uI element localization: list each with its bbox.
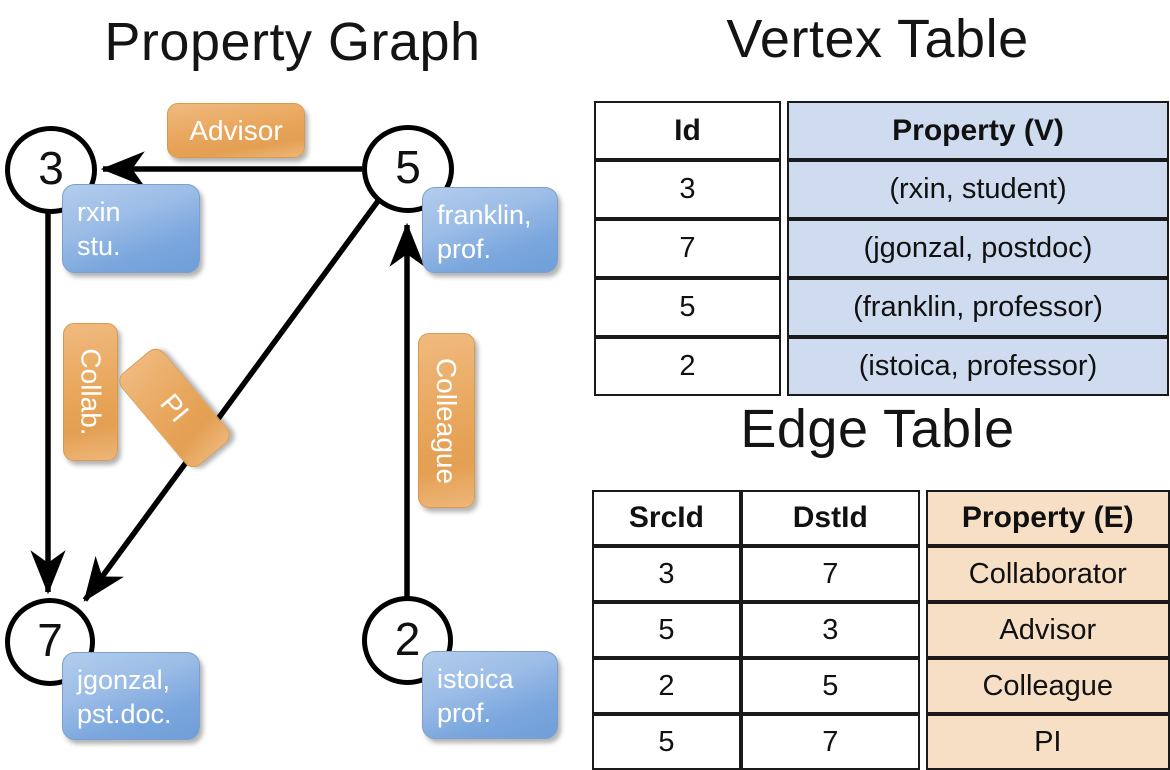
table-row: 5 (franklin, professor) xyxy=(594,278,1169,337)
edge-table-column-gap xyxy=(919,602,926,658)
vertex-table-column-gap xyxy=(781,278,787,337)
graph-node-5-label: 5 xyxy=(395,141,421,193)
node-3-property-line2: stu. xyxy=(77,231,121,261)
vertex-cell-property: (franklin, professor) xyxy=(787,278,1169,337)
graph-node-3-label: 3 xyxy=(38,142,64,194)
vertex-cell-id: 7 xyxy=(594,219,781,278)
edge-table-header-row: SrcId DstId Property (E) xyxy=(592,490,1170,546)
edge-table-column-gap xyxy=(919,546,926,602)
edge-cell-dstid: 7 xyxy=(740,714,920,770)
table-row: 3 7 Collaborator xyxy=(592,546,1170,602)
edge-col-dstid: DstId xyxy=(740,490,920,546)
graph-node-2[interactable]: 2 xyxy=(362,596,453,685)
edge-cell-srcid: 3 xyxy=(592,546,741,602)
edge-label-advisor-text: Advisor xyxy=(189,114,283,146)
graph-node-5-property-box: franklin, prof. xyxy=(422,187,558,273)
graph-node-3-property-box: rxin stu. xyxy=(62,184,200,273)
node-5-property-line2: prof. xyxy=(437,234,492,264)
page-title-edge-table: Edge Table xyxy=(740,399,1015,459)
edge-cell-dstid: 7 xyxy=(740,546,920,602)
table-row: 3 (rxin, student) xyxy=(594,160,1169,219)
graph-node-2-label: 2 xyxy=(394,612,421,665)
node-7-property-line1: jgonzal, xyxy=(77,665,171,695)
edge-cell-dstid: 3 xyxy=(740,602,920,658)
table-row: 2 (istoica, professor) xyxy=(594,337,1169,396)
table-row: 2 5 Colleague xyxy=(592,658,1170,714)
edge-col-property: Property (E) xyxy=(925,490,1170,546)
edge-label-collab: Collab. xyxy=(63,323,118,461)
node-2-property-line1: istoica xyxy=(437,664,514,694)
edge-label-colleague-text: Colleague xyxy=(431,357,463,484)
vertex-cell-property: (istoica, professor) xyxy=(787,337,1169,396)
edge-cell-dstid: 5 xyxy=(740,658,920,714)
edge-table-column-gap xyxy=(919,658,926,714)
edge-table: SrcId DstId Property (E) 3 7 Collaborato… xyxy=(592,490,1170,770)
edge-cell-property: Collaborator xyxy=(925,546,1170,602)
edge-table-column-gap xyxy=(919,490,926,546)
vertex-cell-property: (rxin, student) xyxy=(787,160,1169,219)
edge-label-advisor: Advisor xyxy=(167,103,305,158)
node-5-property-line1: franklin, xyxy=(437,200,532,230)
vertex-cell-id: 2 xyxy=(594,337,781,396)
graph-node-5[interactable]: 5 xyxy=(362,125,454,213)
vertex-table-column-gap xyxy=(781,337,787,396)
vertex-table-header-row: Id Property (V) xyxy=(594,101,1169,160)
vertex-cell-id: 5 xyxy=(594,278,781,337)
graph-node-7-property-box: jgonzal, pst.doc. xyxy=(62,652,200,740)
graph-edges-canvas xyxy=(30,151,425,602)
edge-label-collab-text: Collab. xyxy=(75,348,107,436)
edge-cell-property: PI xyxy=(925,714,1170,770)
node-7-property-line2: pst.doc. xyxy=(77,699,172,729)
table-row: 7 (jgonzal, postdoc) xyxy=(594,219,1169,278)
node-2-property-line2: prof. xyxy=(437,698,492,728)
edge-cell-property: Advisor xyxy=(925,602,1170,658)
edge-label-pi-text: PI xyxy=(154,387,196,428)
vertex-table-column-gap xyxy=(781,219,787,278)
edge-cell-property: Colleague xyxy=(925,658,1170,714)
table-row: 5 7 PI xyxy=(592,714,1170,770)
vertex-table-column-gap xyxy=(781,101,787,160)
edge-cell-srcid: 5 xyxy=(592,714,741,770)
graph-node-7-label: 7 xyxy=(37,614,63,666)
vertex-table: Id Property (V) 3 (rxin, student) 7 (jgo… xyxy=(594,101,1169,396)
edge-table-column-gap xyxy=(919,714,926,770)
graph-node-2-property-box: istoica prof. xyxy=(422,651,558,739)
edge-cell-srcid: 5 xyxy=(592,602,741,658)
edge-5-to-7-pi xyxy=(82,199,381,602)
page-title-property-graph: Property Graph xyxy=(104,12,481,72)
edge-col-srcid: SrcId xyxy=(592,490,741,546)
page-title-vertex-table: Vertex Table xyxy=(726,9,1029,69)
table-row: 5 3 Advisor xyxy=(592,602,1170,658)
vertex-cell-id: 3 xyxy=(594,160,781,219)
edge-cell-srcid: 2 xyxy=(592,658,741,714)
vertex-table-column-gap xyxy=(781,160,787,219)
vertex-cell-property: (jgonzal, postdoc) xyxy=(787,219,1169,278)
vertex-col-id: Id xyxy=(594,101,781,160)
vertex-col-property: Property (V) xyxy=(787,101,1169,160)
edge-label-colleague: Colleague xyxy=(418,333,475,508)
node-3-property-line1: rxin xyxy=(77,197,121,227)
